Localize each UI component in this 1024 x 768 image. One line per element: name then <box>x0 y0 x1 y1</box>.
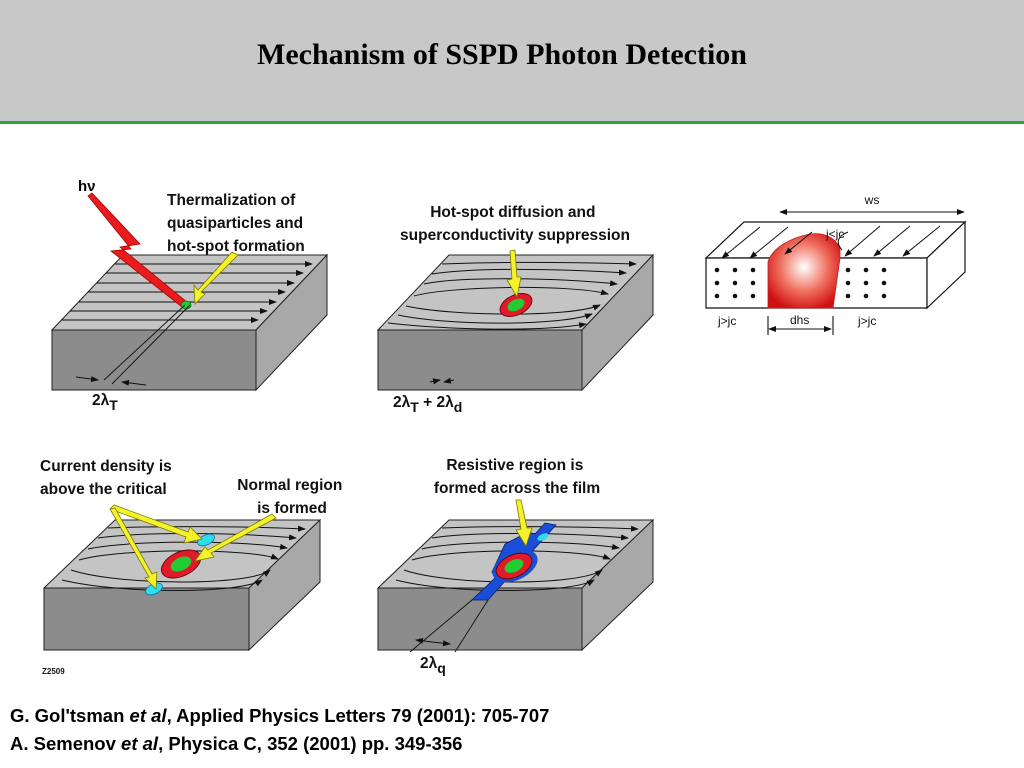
panel-resistive: Resistive region is formed across the fi… <box>376 457 655 676</box>
caption-line: Current density is <box>40 458 172 475</box>
strip-left-label: j>jc <box>717 314 736 328</box>
pointer-arrow-icon <box>515 499 533 547</box>
strip-hotspot-label: dhs <box>790 313 809 327</box>
ref-authors: G. Gol'tsman <box>10 705 130 726</box>
scale-label: 2λT + 2λd <box>393 394 462 415</box>
caption-line: Resistive region is <box>446 457 583 474</box>
caption-line: Normal region <box>237 477 342 494</box>
slide-header <box>0 0 1024 124</box>
panel-strip: ws j<jc j>jc j>jc dhs <box>704 193 967 335</box>
ref-authors: A. Semenov <box>10 733 122 754</box>
caption-line: Thermalization of <box>167 192 296 209</box>
ref-etal: et al <box>129 705 167 726</box>
scale-label: 2λq <box>420 655 446 676</box>
caption-line: superconductivity suppression <box>400 227 630 244</box>
svg-text:Hot-spot diffusion and s: Hot-spot diffusion and superconductivity… <box>400 204 630 244</box>
slide-title: Mechanism of SSPD Photon Detection <box>257 38 747 71</box>
panel-diffusion: Hot-spot diffusion and superconductivity… <box>376 204 655 415</box>
caption-line: above the critical <box>40 481 167 498</box>
strip-width-label: ws <box>864 193 880 207</box>
caption-line: quasiparticles and <box>167 215 303 232</box>
caption-line: is formed <box>257 500 327 517</box>
caption-line: Hot-spot diffusion and <box>430 204 595 221</box>
detection-mechanism-diagram: hν Thermalization of quasiparticles and … <box>40 178 967 676</box>
figure-id: Z2509 <box>42 667 65 676</box>
pointer-arrow-icon <box>506 249 522 299</box>
svg-text:Thermalization of quasip: Thermalization of quasiparticles and hot… <box>167 192 307 255</box>
scale-label: 2λT <box>92 392 118 413</box>
caption-line: hot-spot formation <box>167 238 305 255</box>
panel-thermalization: hν Thermalization of quasiparticles and … <box>50 178 329 413</box>
ref-etal: et al <box>121 733 159 754</box>
ref-details: , Physica C, 352 (2001) pp. 349-356 <box>158 733 463 754</box>
caption-line: formed across the film <box>434 480 600 497</box>
svg-text:Current density is above: Current density is above the critical <box>40 458 176 498</box>
photon-label: hν <box>78 178 96 195</box>
panel-current: Current density is above the critical No… <box>40 458 346 676</box>
references: G. Gol'tsman et al, Applied Physics Lett… <box>10 702 549 758</box>
pointer-arrow-icon <box>109 504 277 590</box>
ref-details: , Applied Physics Letters 79 (2001): 705… <box>166 705 550 726</box>
reference-2: A. Semenov et al, Physica C, 352 (2001) … <box>10 730 549 758</box>
reference-1: G. Gol'tsman et al, Applied Physics Lett… <box>10 702 549 730</box>
pointer-arrow-icon <box>193 251 239 305</box>
strip-right-label: j>jc <box>857 314 876 328</box>
svg-text:Normal region is formed: Normal region is formed <box>237 477 346 517</box>
strip-current-label: j<jc <box>825 227 844 241</box>
svg-text:Resistive region is form: Resistive region is formed across the fi… <box>434 457 600 497</box>
